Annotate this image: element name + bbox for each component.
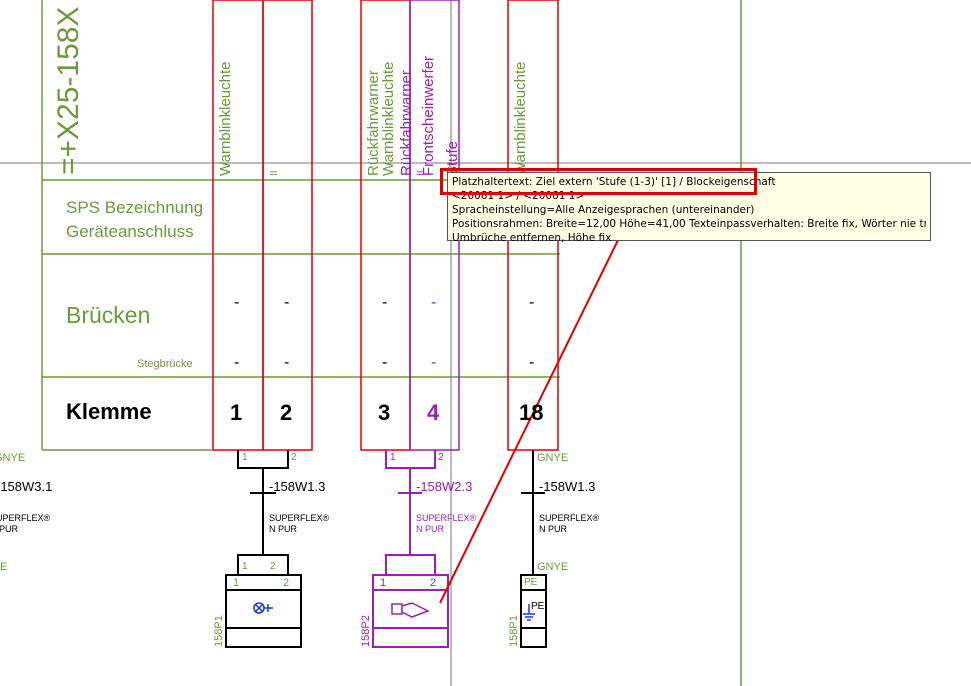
bridge-bot-c4: - xyxy=(431,354,437,371)
w3-cable-type: SUPERFLEX®N PUR xyxy=(539,513,600,534)
w1-pin-1: 1 xyxy=(242,452,248,463)
device-1-pin-2: 2 xyxy=(283,577,290,589)
w2-cable-type: SUPERFLEX®N PUR xyxy=(416,513,477,534)
cable-w3 xyxy=(520,450,547,648)
device-3-label: 158P1 xyxy=(508,615,520,647)
column-2 xyxy=(262,0,313,451)
func-label-c1: Warnblinkleuchte xyxy=(217,61,234,177)
roman-label-c4: II xyxy=(416,170,427,176)
tooltip-highlight-box xyxy=(440,168,757,195)
terminal-number-18: 18 xyxy=(519,400,544,425)
ground-symbol xyxy=(523,604,535,621)
left-gnye-top: GNYE xyxy=(0,452,26,464)
terminal-number-1: 1 xyxy=(230,400,243,425)
bridge-bot-c3: - xyxy=(382,354,388,371)
func-label-c4b: Frontscheinwerfer xyxy=(420,55,437,176)
terminal-number-3: 3 xyxy=(378,400,391,425)
lamp-symbol-1 xyxy=(253,602,273,614)
row-label-stegbruecke: Stegbrücke xyxy=(137,358,193,370)
device-3-pe-top: PE xyxy=(524,577,538,588)
terminal-number-4: 4 xyxy=(427,400,440,425)
w1-cable-type: SUPERFLEX®N PUR xyxy=(269,513,330,534)
w2-pin-1: 1 xyxy=(390,452,396,463)
w1-top-pin-1: 1 xyxy=(242,561,248,572)
device-1-label: 158P1 xyxy=(213,615,225,647)
terminal-strip-frame xyxy=(41,0,742,686)
placeholder-tooltip: Platzhaltertext: Ziel extern 'Stufe (1-3… xyxy=(447,172,931,244)
left-gnye-bot: E xyxy=(0,561,8,573)
annotation-arrow xyxy=(439,235,621,604)
row-label-bruecken: Brücken xyxy=(66,302,151,328)
left-cable-type: SUPERFLEX®N PUR xyxy=(0,513,51,534)
bridge-top-c1: - xyxy=(234,294,240,311)
terminal-number-2: 2 xyxy=(280,400,293,425)
w3-cable-label: -158W1.3 xyxy=(539,479,596,494)
device-1-pin-1: 1 xyxy=(233,577,240,589)
tooltip-line-1: Platzhaltertext: Ziel extern 'Stufe (1-3… xyxy=(452,176,776,188)
w1-pin-2: 2 xyxy=(291,452,297,463)
w1-top-pin-2: 2 xyxy=(270,561,276,572)
tooltip-line-5: Umbrüche entfernen, Höhe fix xyxy=(452,232,612,244)
bridge-bot-c2: - xyxy=(284,354,290,371)
roman-label-c2: II xyxy=(269,170,280,176)
left-cable-label: -158W3.1 xyxy=(0,479,53,494)
w2-pin-2: 2 xyxy=(438,452,444,463)
bridge-bot-c5: - xyxy=(529,354,535,371)
device-2-label: 158P2 xyxy=(360,615,372,647)
bridge-top-c2: - xyxy=(284,294,290,311)
w3-gnye-top: GNYE xyxy=(537,452,569,464)
tooltip-line-3: Spracheinstellung=Alle Anzeigesprachen (… xyxy=(452,204,755,216)
cable-w1 xyxy=(225,450,302,648)
w3-gnye-bot: GNYE xyxy=(537,561,569,573)
w1-cable-label: -158W1.3 xyxy=(269,479,326,494)
tooltip-line-4: Positionsrahmen: Breite=12,00 Höhe=41,00… xyxy=(452,218,926,230)
func-label-c3b: Warnblinkleuchte xyxy=(380,61,397,177)
w2-cable-label: -158W2.3 xyxy=(416,479,473,494)
device-2-pin-1: 1 xyxy=(380,577,387,589)
device-3-pe-inner: PE xyxy=(531,601,545,612)
bridge-top-c5: - xyxy=(529,294,535,311)
func-label-c5: Warnblinkleuchte xyxy=(512,61,529,177)
device-2-pin-2: 2 xyxy=(430,577,437,589)
cabinet-label: =+X25-158X xyxy=(52,6,85,175)
row-label-klemme: Klemme xyxy=(66,399,152,424)
bridge-top-c4: - xyxy=(431,294,437,311)
bridge-bot-c1: - xyxy=(234,354,240,371)
cable-w2 xyxy=(372,450,449,648)
func-label-c4a: Rückfahrwarner xyxy=(398,70,415,176)
bridge-top-c3: - xyxy=(382,294,388,311)
